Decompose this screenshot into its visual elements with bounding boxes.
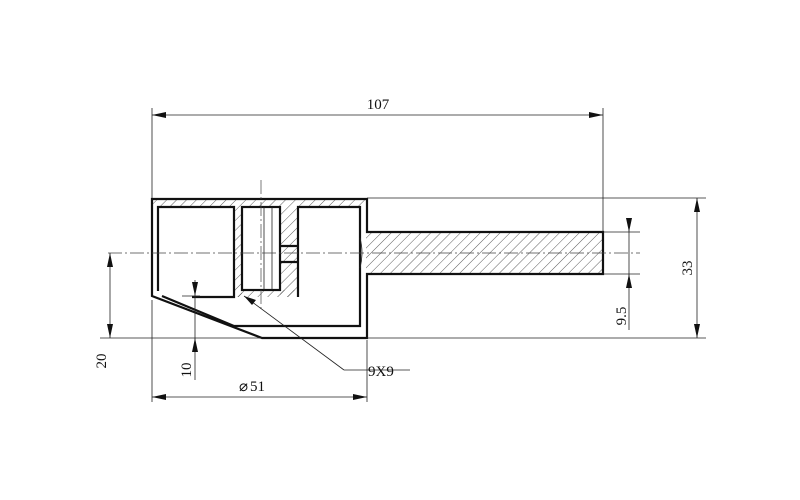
hatched-sections (152, 199, 603, 297)
dimension-9-5: 9.5 (614, 218, 632, 330)
dimension-107-label: 107 (367, 97, 390, 113)
slot-bottom (234, 290, 298, 297)
extension-lines (100, 108, 706, 402)
dimension-10: 10 (179, 280, 198, 380)
dimension-diameter-51: ⌀ 51 (152, 379, 367, 400)
top-wall-section (152, 199, 367, 207)
dimension-107: 107 (152, 97, 603, 118)
hole-size-label: 9X9 (368, 364, 394, 380)
dimension-10-label: 10 (179, 363, 195, 378)
dimension-33-label: 33 (680, 261, 696, 276)
slot-left-wall (234, 207, 242, 297)
dimension-20: 20 (94, 253, 113, 369)
slot-right-wall (280, 207, 298, 297)
left-cavity (156, 205, 236, 299)
leader-9x9: 9X9 (243, 295, 410, 380)
dimension-diameter-label: 51 (250, 379, 265, 395)
dimension-33: 33 (680, 198, 700, 338)
dimension-20-label: 20 (94, 354, 110, 369)
diameter-symbol: ⌀ (239, 379, 248, 395)
dimension-9-5-label: 9.5 (614, 307, 630, 326)
